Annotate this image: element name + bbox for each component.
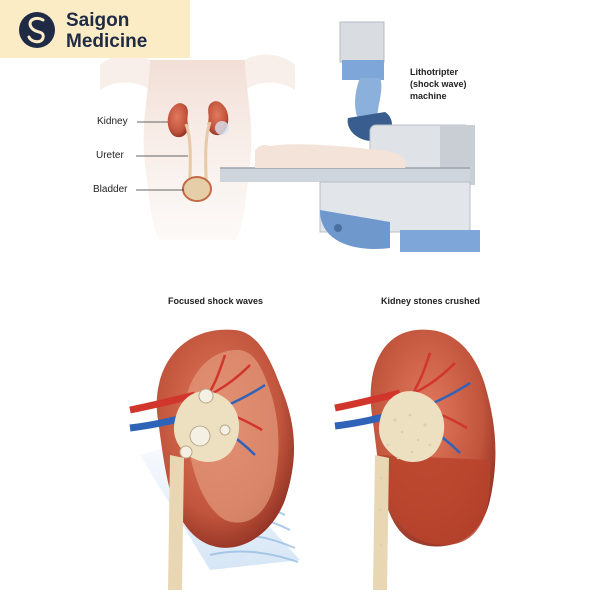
panel-title-stones-crushed: Kidney stones crushed [381,296,481,306]
brand-line-1: Saigon [66,10,130,31]
anatomy-leader-lines [136,121,188,191]
panel-title-shock-waves: Focused shock waves [168,296,264,306]
lithotripter-label-line-1: Lithotripter [410,67,458,77]
lithotripter-machine [220,21,480,252]
brand-name: Saigon Medicine [66,10,147,52]
kidney-stones-crushed [334,329,496,590]
lithotripter-label: Lithotripter (shock wave) machine [410,66,467,102]
kidney-shock-waves [129,329,300,590]
bladder-label: Bladder [93,184,128,195]
ureter-label: Ureter [96,150,124,161]
kidneys-ureter-bladder [167,101,229,202]
brand-line-2: Medicine [66,31,148,52]
torso-figure [100,54,295,240]
lithotripter-label-line-2: (shock wave) [410,79,467,89]
lithotripter-label-line-3: machine [410,91,447,101]
kidney-label: Kidney [97,116,128,127]
brand-logo-mark [19,12,55,48]
